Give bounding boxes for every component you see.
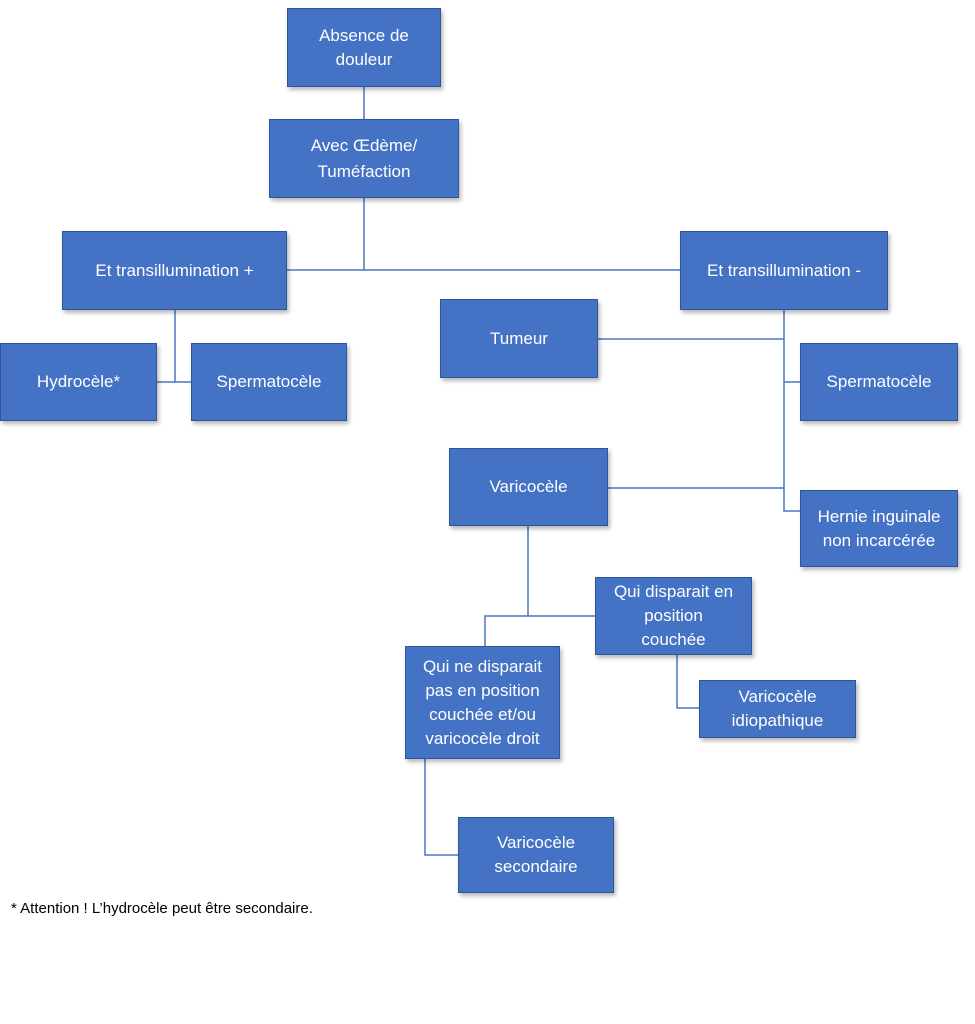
node-label-line: Varicocèle xyxy=(489,477,568,496)
node-spermatocele-right: Spermatocèle xyxy=(800,343,958,421)
node-label-line: Qui ne disparait xyxy=(422,656,543,676)
node-label-line: Et transillumination + xyxy=(95,260,254,280)
node-avec-oedeme: Avec Œdème/Tuméfaction xyxy=(269,119,459,198)
footnote: * Attention ! L’hydrocèle peut être seco… xyxy=(11,900,313,917)
node-qui-disparait: Qui disparait en position couchée xyxy=(595,577,752,655)
node-varicocele-idiopathique: Varicocèle idiopathique xyxy=(699,680,856,738)
node-absence-de-douleur: Absence de douleur xyxy=(287,8,441,87)
node-tumeur: Tumeur xyxy=(440,299,598,378)
connector-trans-minus-spine xyxy=(783,310,800,512)
node-label-line: pas en position xyxy=(425,680,540,700)
node-label-line: Hydrocèle* xyxy=(36,372,121,391)
node-label-line: Spermatocèle xyxy=(216,372,322,391)
node-hydrocele: Hydrocèle* xyxy=(0,343,157,421)
node-label-line: Spermatocèle xyxy=(826,372,932,391)
node-label-line: Qui disparait en xyxy=(613,582,734,601)
node-label-line: Varicocèle xyxy=(496,833,576,852)
node-label-line: Varicocèle xyxy=(738,687,817,706)
node-label-line: Et transillumination - xyxy=(706,260,861,280)
node-label-line: secondaire xyxy=(494,857,578,876)
node-label-line: couchée et/ou xyxy=(429,704,536,724)
node-transillumination-minus: Et transillumination - xyxy=(680,231,888,310)
node-hernie-inguinale: Hernie inguinale non incarcérée xyxy=(800,490,958,567)
node-label-line: position xyxy=(644,606,703,625)
node-varicocele-secondaire: Varicocèle secondaire xyxy=(458,817,614,893)
node-label-line: Absence de xyxy=(319,25,409,45)
node-label-line: Tumeur xyxy=(490,328,548,348)
node-label-line: varicocèle droit xyxy=(425,728,540,748)
connector-varicocele-down xyxy=(527,526,595,617)
node-label-line: Hernie inguinale xyxy=(817,506,941,526)
node-qui-ne-disparait-pas: Qui ne disparait pas en position couchée e… xyxy=(405,646,560,759)
node-spermatocele-left: Spermatocèle xyxy=(191,343,347,421)
connector-ne-disparait xyxy=(484,615,528,646)
node-label-line: Avec Œdème/ xyxy=(310,135,418,155)
connector-secondaire xyxy=(424,759,458,856)
node-label-line: Tuméfaction xyxy=(317,161,411,181)
node-varicocele: Varicocèle xyxy=(449,448,608,526)
node-label-line: idiopathique xyxy=(731,711,824,730)
node-label-line: douleur xyxy=(335,49,393,69)
node-label-line: couchée xyxy=(641,630,706,649)
connector-idiopathique xyxy=(676,655,699,709)
node-transillumination-plus: Et transillumination + xyxy=(62,231,287,310)
node-label-line: non incarcérée xyxy=(822,530,936,550)
